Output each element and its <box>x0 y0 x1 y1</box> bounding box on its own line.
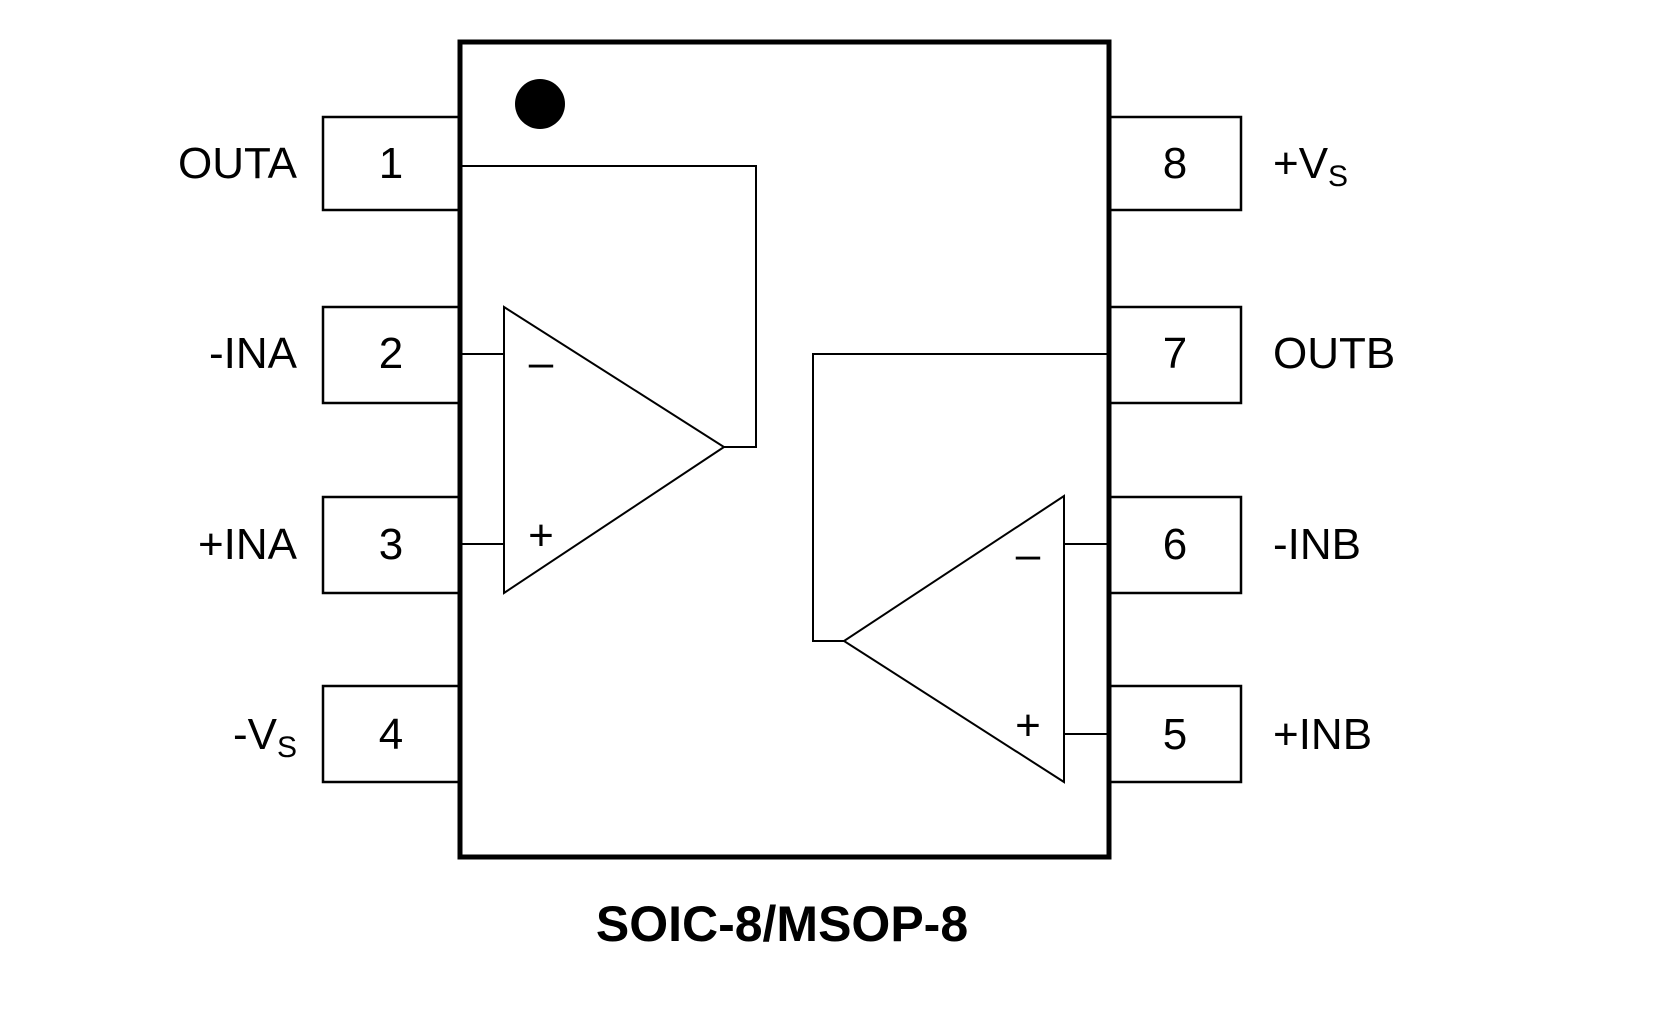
pin-number: 4 <box>379 710 403 759</box>
pin-number: 1 <box>379 139 403 188</box>
pin-label: OUTA <box>178 139 298 188</box>
pin-label: OUTB <box>1273 329 1395 378</box>
pin-number: 7 <box>1163 329 1187 378</box>
pin-number: 5 <box>1163 710 1187 759</box>
right-pin-labels: +VS OUTB -INB +INB <box>1273 139 1395 759</box>
package-title: SOIC-8/MSOP-8 <box>596 896 968 952</box>
pin-label: +VS <box>1273 139 1348 193</box>
pin-number: 2 <box>379 329 403 378</box>
pin-number: 6 <box>1163 520 1187 569</box>
pin-label: -INB <box>1273 520 1361 569</box>
chip-body <box>457 39 1112 860</box>
pin-label: +INA <box>198 520 298 569</box>
right-pin-boxes <box>1111 115 1243 784</box>
opamp-b-minus: – <box>1016 530 1041 579</box>
pin1-indicator-dot <box>515 79 565 129</box>
pin-label: +INB <box>1273 710 1372 759</box>
opamp-b-plus: + <box>1015 701 1041 750</box>
pin-number: 8 <box>1163 139 1187 188</box>
opamp-a-minus: – <box>529 338 554 387</box>
left-pin-labels: OUTA -INA +INA -VS <box>178 139 298 764</box>
opamp-b <box>812 353 1108 784</box>
pin-label: -INA <box>209 329 298 378</box>
left-pin-boxes <box>321 115 458 784</box>
opamp-a <box>460 165 757 595</box>
left-pin-numbers: 1 2 3 4 <box>379 139 403 759</box>
pin-number: 3 <box>379 520 403 569</box>
right-pin-numbers: 8 7 6 5 <box>1163 139 1187 759</box>
pin-label: -VS <box>233 710 297 764</box>
opamp-a-plus: + <box>528 511 554 560</box>
